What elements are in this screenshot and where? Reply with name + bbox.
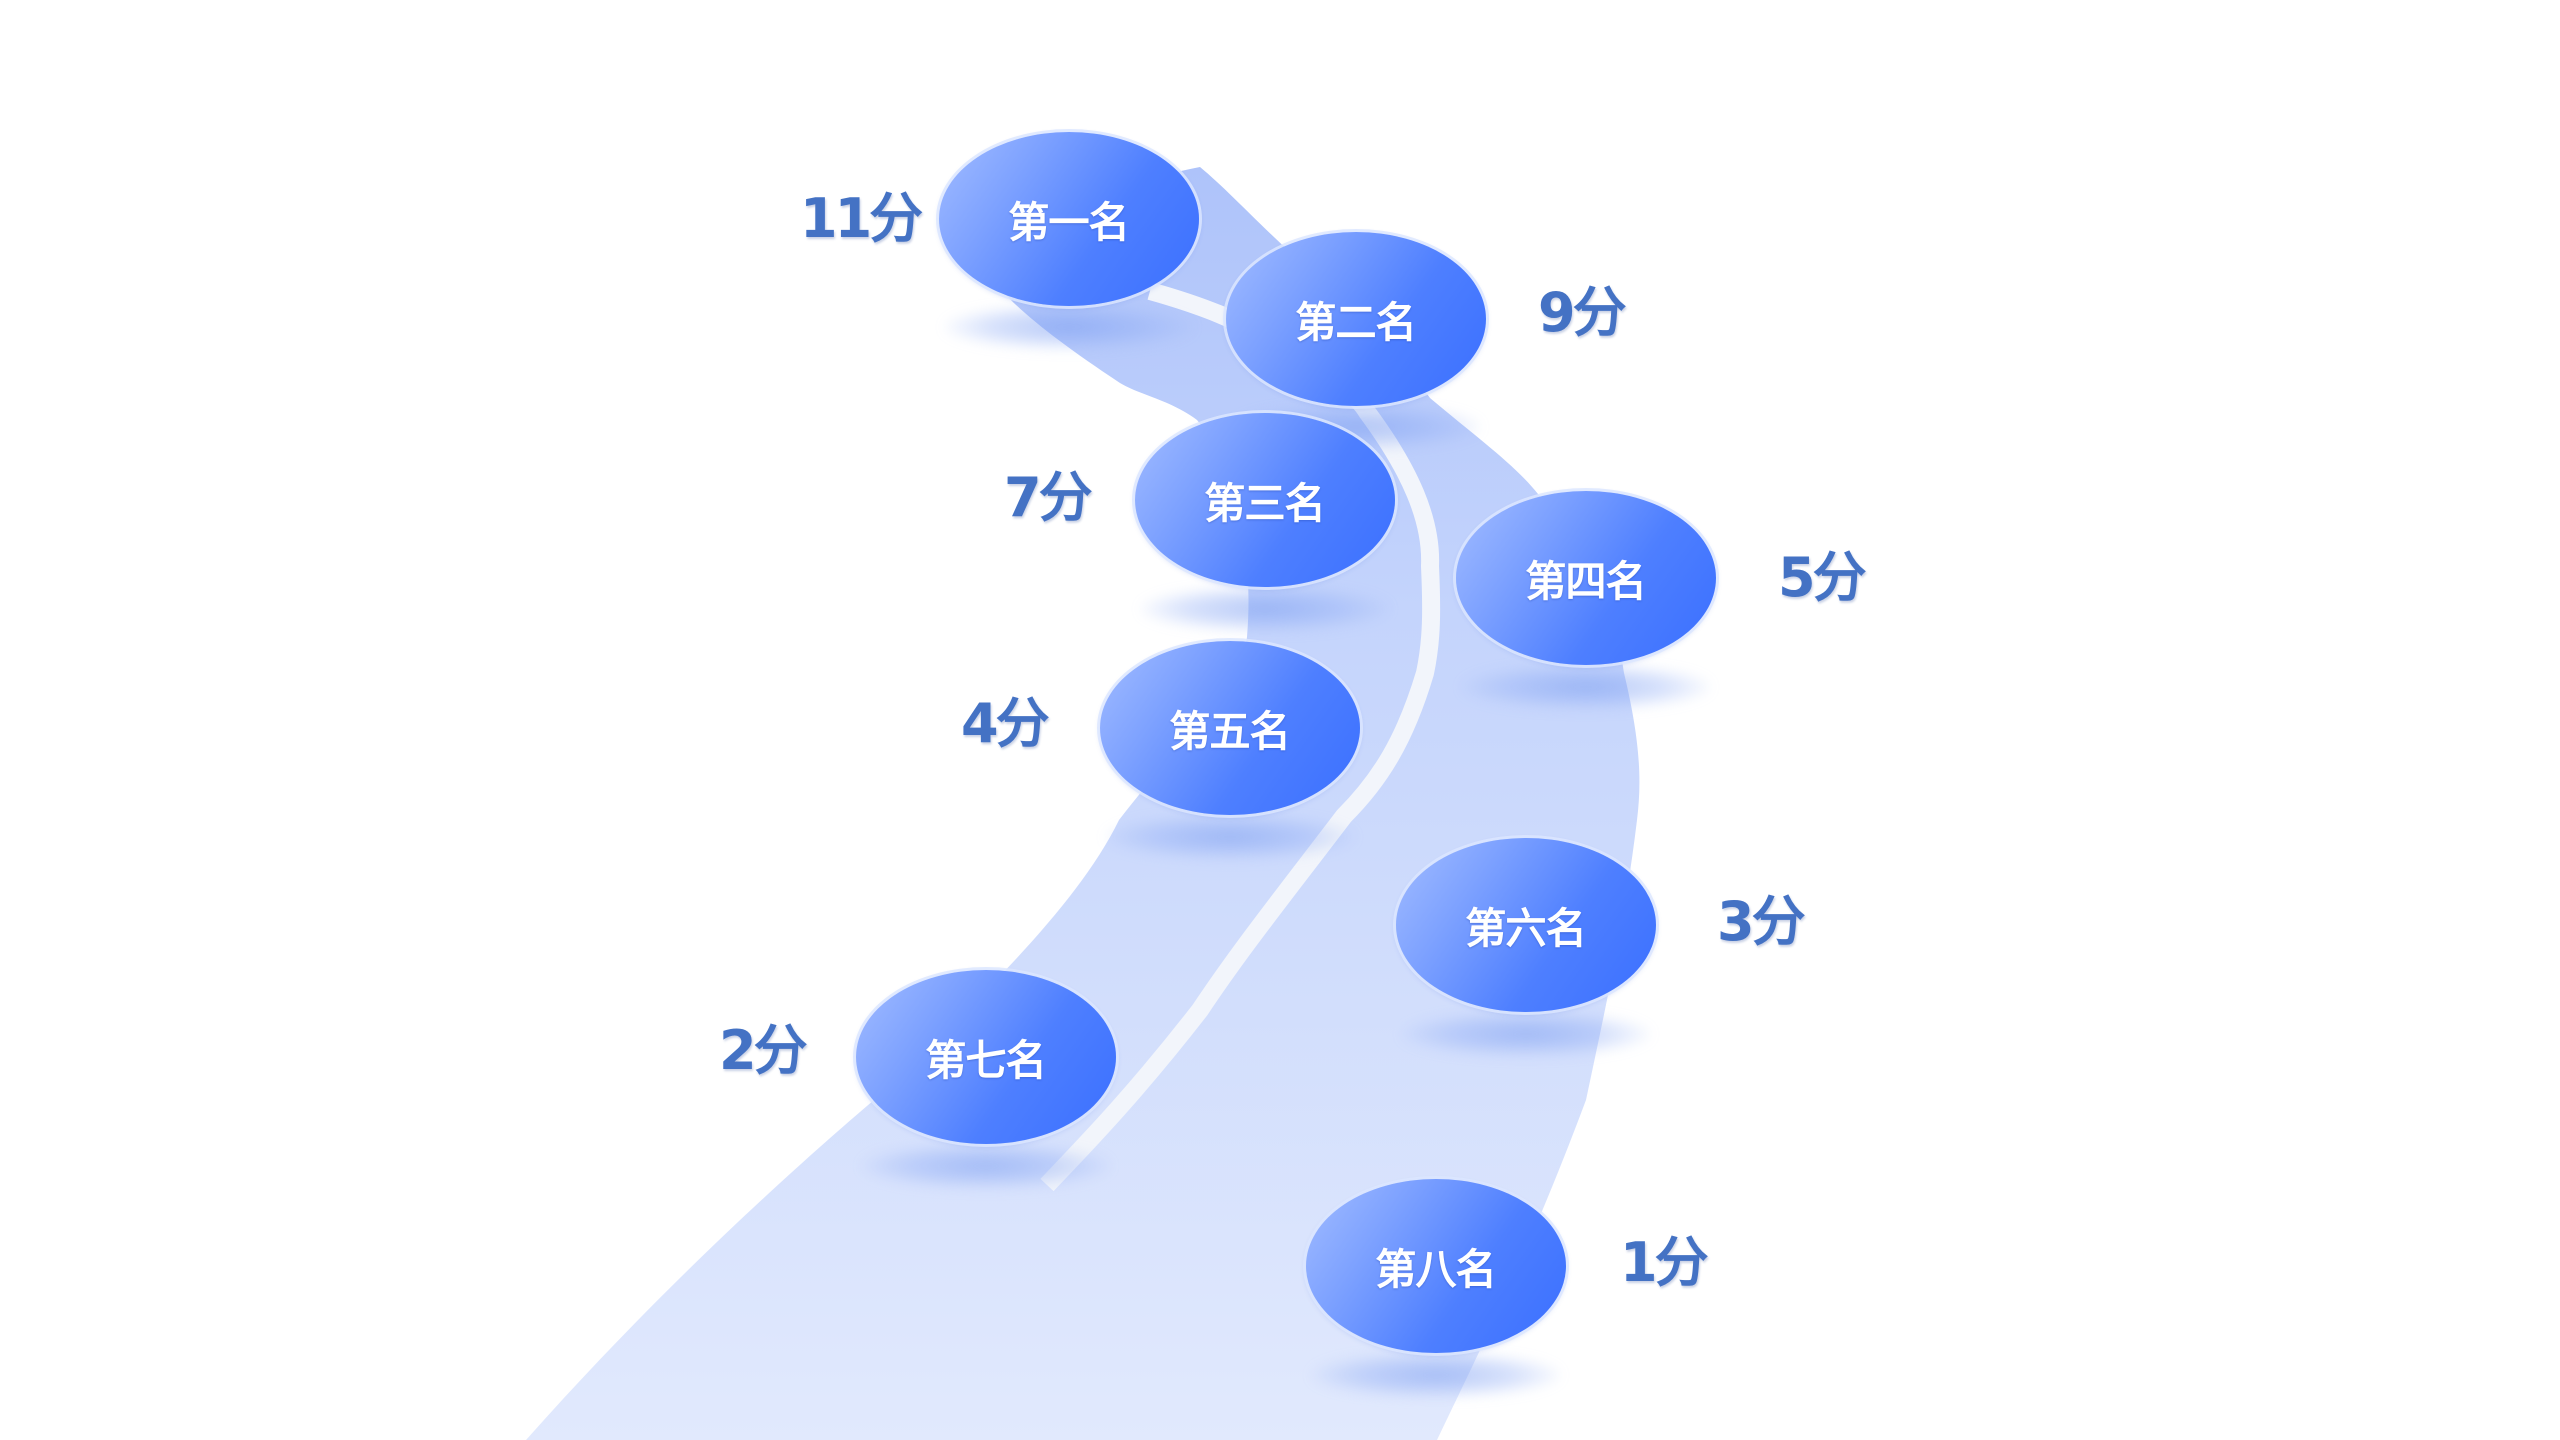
node-shadow [1140, 586, 1390, 632]
rank-node-1[interactable]: 第一名 [939, 132, 1199, 306]
rank-label: 第五名 [1169, 706, 1292, 756]
score-label-5: 4分 [961, 692, 1050, 755]
node-shadow [944, 304, 1194, 350]
node-shadow [1461, 664, 1711, 710]
score-label-1: 11分 [800, 187, 923, 250]
rank-node-4[interactable]: 第四名 [1456, 491, 1716, 665]
rank-node-7[interactable]: 第七名 [856, 970, 1116, 1144]
score-label-4: 5分 [1778, 546, 1867, 609]
rank-node-3[interactable]: 第三名 [1135, 413, 1395, 587]
rank-label: 第七名 [925, 1035, 1048, 1085]
node-shadow [861, 1143, 1111, 1189]
rank-node-2[interactable]: 第二名 [1226, 232, 1486, 406]
score-label-6: 3分 [1717, 890, 1806, 953]
rank-label: 第四名 [1525, 556, 1648, 606]
rank-label: 第六名 [1465, 903, 1588, 953]
rank-node-8[interactable]: 第八名 [1306, 1179, 1566, 1353]
node-shadow [1401, 1011, 1651, 1057]
rank-node-6[interactable]: 第六名 [1396, 838, 1656, 1012]
rank-node-5[interactable]: 第五名 [1100, 641, 1360, 815]
rank-label: 第三名 [1204, 478, 1327, 528]
score-label-7: 2分 [719, 1019, 808, 1082]
node-shadow [1105, 814, 1355, 860]
score-label-3: 7分 [1004, 466, 1093, 529]
rank-label: 第一名 [1008, 197, 1131, 247]
rank-label: 第二名 [1295, 297, 1418, 347]
rank-label: 第八名 [1375, 1244, 1498, 1294]
score-label-2: 9分 [1538, 281, 1627, 344]
score-label-8: 1分 [1620, 1231, 1709, 1294]
node-shadow [1311, 1352, 1561, 1398]
